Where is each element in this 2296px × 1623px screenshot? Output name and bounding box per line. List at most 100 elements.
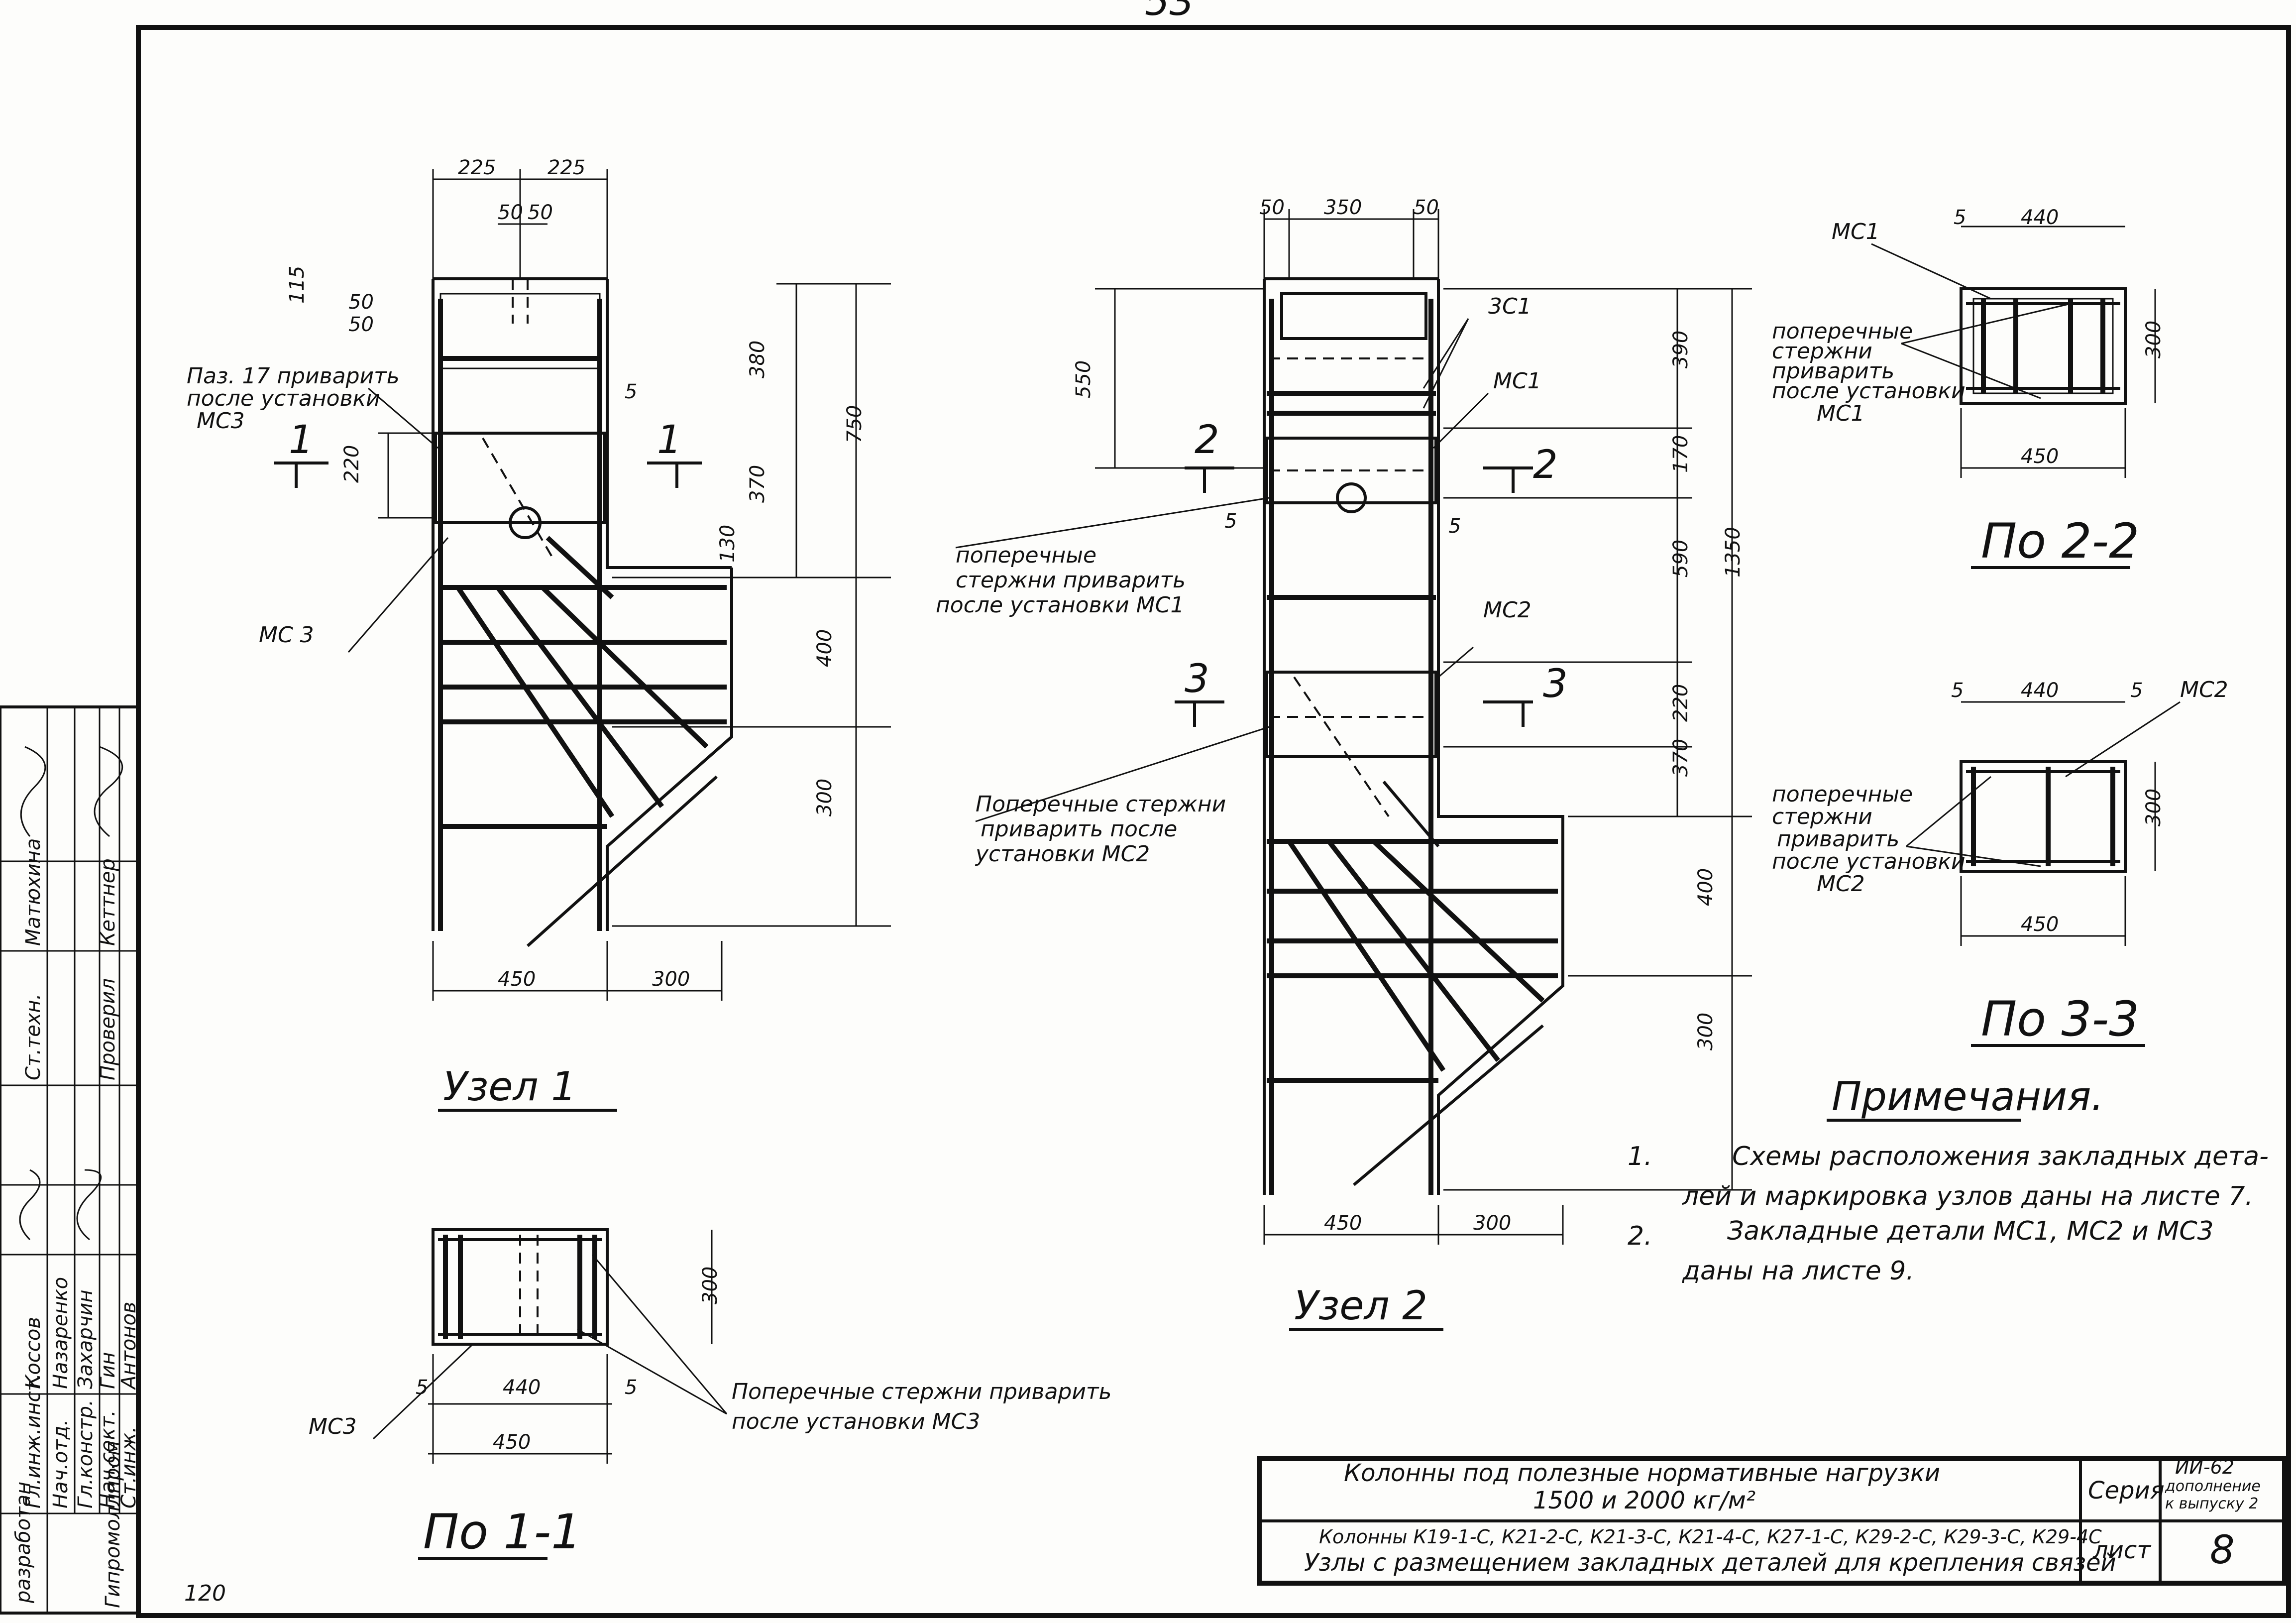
notes-l1a: Схемы расположения закладных дета- [1732, 1142, 2269, 1171]
stamp-col3-name1: Матюхина [22, 838, 45, 946]
sec33-label: МС2 [2180, 677, 2228, 702]
signature-3 [94, 746, 123, 837]
notes-n2: 2. [1628, 1221, 1652, 1251]
tb-series-value-1: ИИ-62 [2175, 1456, 2234, 1478]
node2-note-mc1-2: стержни приварить [956, 568, 1186, 593]
stamp-row1-title: Гл.инж.инст. [22, 1373, 45, 1508]
signature-4 [20, 746, 46, 837]
stamp-row5-title: Ст.инж. [117, 1426, 140, 1508]
node2-hole [1336, 482, 1367, 513]
node2-mc1-plate [1265, 437, 1437, 504]
node1-mc3-plate [434, 432, 606, 524]
tb-line1: Колонны под полезные нормативные нагрузк… [1344, 1459, 1940, 1487]
node1-dim-50b: 50 [528, 201, 553, 224]
title-block: Колонны под полезные нормативные нагрузк… [1257, 1456, 2287, 1586]
notes-l2a: Закладные детали МС1, МС2 и МС3 [1727, 1216, 2214, 1246]
node2-label-3c1: 3С1 [1488, 294, 1531, 319]
notes-l1b: лей и маркировка узлов даны на листе 7. [1682, 1181, 2253, 1211]
node2-note-mc1-1: поперечные [956, 543, 1096, 568]
sec11-dim-5a: 5 [416, 1376, 428, 1399]
node1-dim-130: 130 [716, 525, 739, 563]
sec22-note-2: стержни [1772, 339, 1872, 364]
node1-dim-400: 400 [813, 629, 836, 667]
sec11-outline [432, 1228, 609, 1346]
node1-dim-225a: 225 [458, 156, 496, 179]
sheet-corner-number: 120 [184, 1581, 226, 1606]
node1-dim-450: 450 [498, 968, 536, 991]
node1-dim-50a: 50 [498, 201, 523, 224]
node2-label-mc2: МС2 [1483, 597, 1531, 623]
tb-sheet-label: лист [2092, 1536, 2152, 1564]
tb-line3: Колонны К19-1-С, К21-2-С, К21-3-С, К21-4… [1319, 1526, 2102, 1548]
sec11-note-1: Поперечные стержни приварить [732, 1379, 1112, 1404]
node2-dim-220: 220 [1669, 684, 1692, 722]
tb-series-value-3: к выпуску 2 [2165, 1495, 2258, 1512]
sec11-title: По 1-1 [423, 1504, 581, 1560]
node2-note-mc2-1: Поперечные стержни [976, 792, 1226, 817]
sec22-note-1: поперечные [1772, 319, 1913, 344]
node1-console [606, 568, 733, 931]
sec33-dim-440: 440 [2021, 679, 2059, 702]
node2-note-mc2-2: приварить после [981, 816, 1177, 842]
node1-title: Узел 1 [443, 1063, 576, 1110]
sec11-dim-5b: 5 [625, 1376, 637, 1399]
stamp-col3-title2: Проверил [97, 978, 119, 1080]
node1-dim-750: 750 [843, 405, 866, 443]
stamp-row4-title: Нач.сект. [97, 1410, 119, 1508]
node1-column-right [606, 279, 732, 569]
node2-dim-590: 590 [1669, 540, 1692, 578]
stamp-row2-title: Нач.отд. [49, 1419, 72, 1508]
node2-top-head [1280, 292, 1427, 340]
node1-note-line3: МС3 [197, 408, 245, 434]
sec33-dim-450: 450 [2021, 913, 2059, 936]
node1-top-detail [439, 293, 601, 369]
node2-dim-300: 300 [1694, 1013, 1717, 1050]
sec33-note-1: поперечные [1772, 782, 1913, 807]
stamp-frame [0, 705, 140, 1615]
node2-section2-right: 2 [1533, 443, 1558, 487]
drawing-frame [136, 25, 2291, 1618]
node1-dim-5: 5 [625, 380, 637, 403]
node2-dim-5b: 5 [1448, 515, 1461, 538]
node2-label-mc1: МС1 [1493, 368, 1541, 394]
node2-dim-1350: 1350 [1722, 527, 1745, 578]
node1-label-mc3: МС 3 [259, 622, 314, 648]
node2-section3-left: 3 [1185, 657, 1209, 701]
sec33-dim-5b: 5 [2130, 679, 2143, 702]
sec22-note-3: приварить [1772, 358, 1894, 384]
node1-dim-50d: 50 [348, 313, 374, 336]
node1-dim-225b: 225 [547, 156, 585, 179]
tb-sheet-value: 8 [2210, 1528, 2235, 1573]
signature-2 [76, 1169, 102, 1241]
page-number: 53 [1145, 0, 1194, 24]
sec33-note-2: стержни [1772, 804, 1872, 829]
tb-series-value-2: дополнение [2165, 1478, 2261, 1495]
sec22-drawing [1871, 226, 2156, 478]
notes-heading: Примечания. [1832, 1073, 2104, 1120]
sec22-label: МС1 [1832, 219, 1880, 244]
node1-note-line1: Паз. 17 приварить [187, 363, 400, 389]
node2-dim-370: 370 [1669, 739, 1692, 777]
node2-column-right [1437, 279, 1564, 1195]
node2-note-mc1-3: после установки МС1 [936, 592, 1184, 618]
sec22-title: По 2-2 [1981, 513, 2139, 569]
node2-dim-50a: 50 [1259, 196, 1285, 219]
sec11-note-2: после установки МС3 [732, 1409, 980, 1434]
stamp-col3-name2: Кеттнер [97, 858, 119, 946]
sec22-note-5: МС1 [1817, 401, 1865, 426]
notes-l2b: даны на листе 9. [1682, 1256, 1914, 1286]
tb-line4: Узлы с размещением закладных деталей для… [1304, 1549, 2116, 1577]
node2-title: Узел 2 [1294, 1282, 1427, 1329]
sec33-note-3: приварить [1777, 826, 1899, 852]
tb-series-label: Серия [2088, 1477, 2165, 1505]
sec33-note-4: после установки [1772, 849, 1966, 874]
node2-dim-450: 450 [1324, 1212, 1362, 1235]
sec22-dim-300: 300 [2142, 321, 2165, 358]
stamp-row5-name: Антонов [117, 1302, 140, 1391]
node2-dim-170: 170 [1669, 435, 1692, 473]
node2-dim-550: 550 [1072, 360, 1095, 398]
sec11-dim-440: 440 [503, 1376, 541, 1399]
node1-dim-220: 220 [340, 445, 363, 483]
sec33-outline [1960, 760, 2127, 873]
